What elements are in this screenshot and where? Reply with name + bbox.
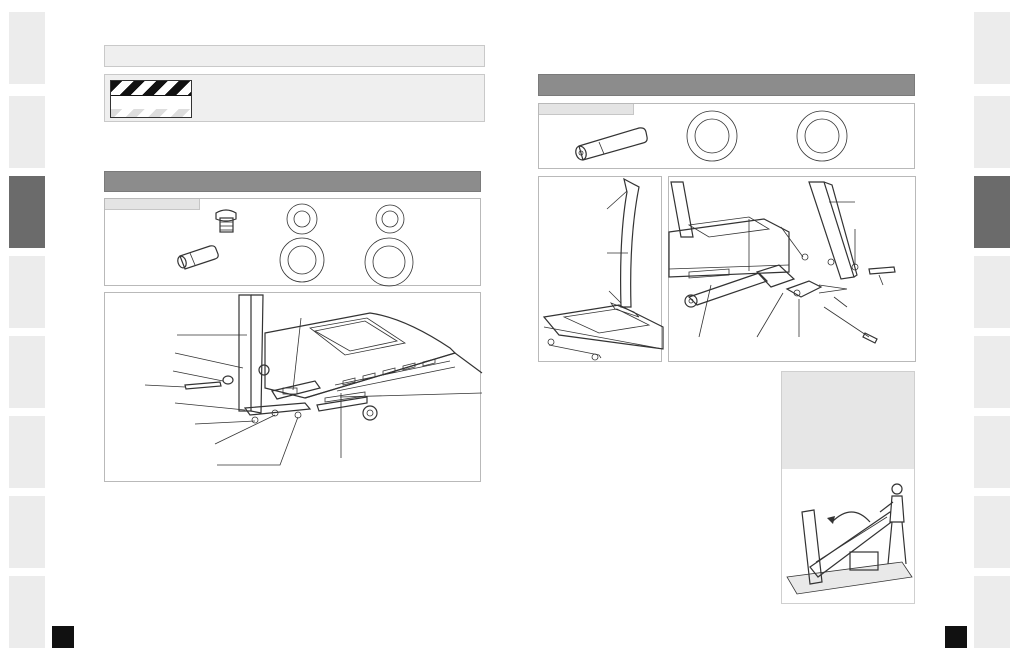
side-note-shaded bbox=[782, 372, 914, 469]
left-tab-1[interactable] bbox=[9, 12, 45, 84]
left-tab-3-active[interactable] bbox=[9, 176, 45, 248]
left-tab-4[interactable] bbox=[9, 256, 45, 328]
right-tab-1[interactable] bbox=[974, 12, 1010, 84]
left-page-number-box bbox=[52, 626, 74, 648]
right-section-bar bbox=[538, 74, 915, 96]
large-washer-icon bbox=[686, 110, 738, 162]
button-head-bolt-icon bbox=[215, 209, 237, 233]
right-figure-a bbox=[538, 176, 664, 362]
treadmill-folded-view-drawing bbox=[542, 177, 664, 361]
person-lifting-treadmill-drawing bbox=[786, 483, 913, 595]
left-tab-2[interactable] bbox=[9, 96, 45, 168]
callout-line-2 bbox=[174, 352, 244, 369]
right-figure-b bbox=[668, 176, 916, 362]
right-tab-5[interactable] bbox=[974, 336, 1010, 408]
warning-box bbox=[104, 74, 485, 122]
left-section-bar bbox=[104, 171, 481, 192]
left-assembly-figure bbox=[104, 292, 483, 482]
callout-line-3 bbox=[172, 370, 224, 382]
small-washer-icon bbox=[286, 203, 318, 235]
hazard-stripes-icon bbox=[110, 80, 192, 118]
callout-line-5 bbox=[174, 402, 246, 411]
large-washer-icon bbox=[796, 110, 848, 162]
large-washer-icon bbox=[364, 237, 414, 287]
right-hardware-panel bbox=[538, 103, 915, 169]
right-tab-7[interactable] bbox=[974, 496, 1010, 568]
right-tab-6[interactable] bbox=[974, 416, 1010, 488]
right-tab-8[interactable] bbox=[974, 576, 1010, 648]
left-hardware-label bbox=[105, 199, 200, 210]
left-tab-8[interactable] bbox=[9, 576, 45, 648]
left-hardware-panel bbox=[104, 198, 481, 287]
callout-line-9 bbox=[292, 317, 302, 391]
right-hardware-label bbox=[539, 104, 634, 115]
left-tab-5[interactable] bbox=[9, 336, 45, 408]
upright-to-frame-connection-drawing bbox=[668, 181, 896, 344]
callout-line-8 bbox=[217, 416, 299, 466]
side-note-box bbox=[781, 371, 915, 604]
left-tab-6[interactable] bbox=[9, 416, 45, 488]
right-tab-3-active[interactable] bbox=[974, 176, 1010, 248]
left-tab-7[interactable] bbox=[9, 496, 45, 568]
callout-line-4 bbox=[144, 384, 186, 388]
long-bolt-icon bbox=[177, 245, 219, 270]
left-header-bar bbox=[104, 45, 485, 67]
small-washer-icon bbox=[375, 204, 405, 234]
callout-line-6 bbox=[194, 420, 256, 425]
right-tab-2[interactable] bbox=[974, 96, 1010, 168]
treadmill-upright-assembly-drawing bbox=[144, 294, 483, 466]
right-page-number-box bbox=[945, 626, 967, 648]
right-tab-4[interactable] bbox=[974, 256, 1010, 328]
callout-line-7 bbox=[214, 414, 276, 445]
axle-bolt-icon bbox=[575, 127, 648, 161]
large-washer-icon bbox=[279, 237, 325, 283]
